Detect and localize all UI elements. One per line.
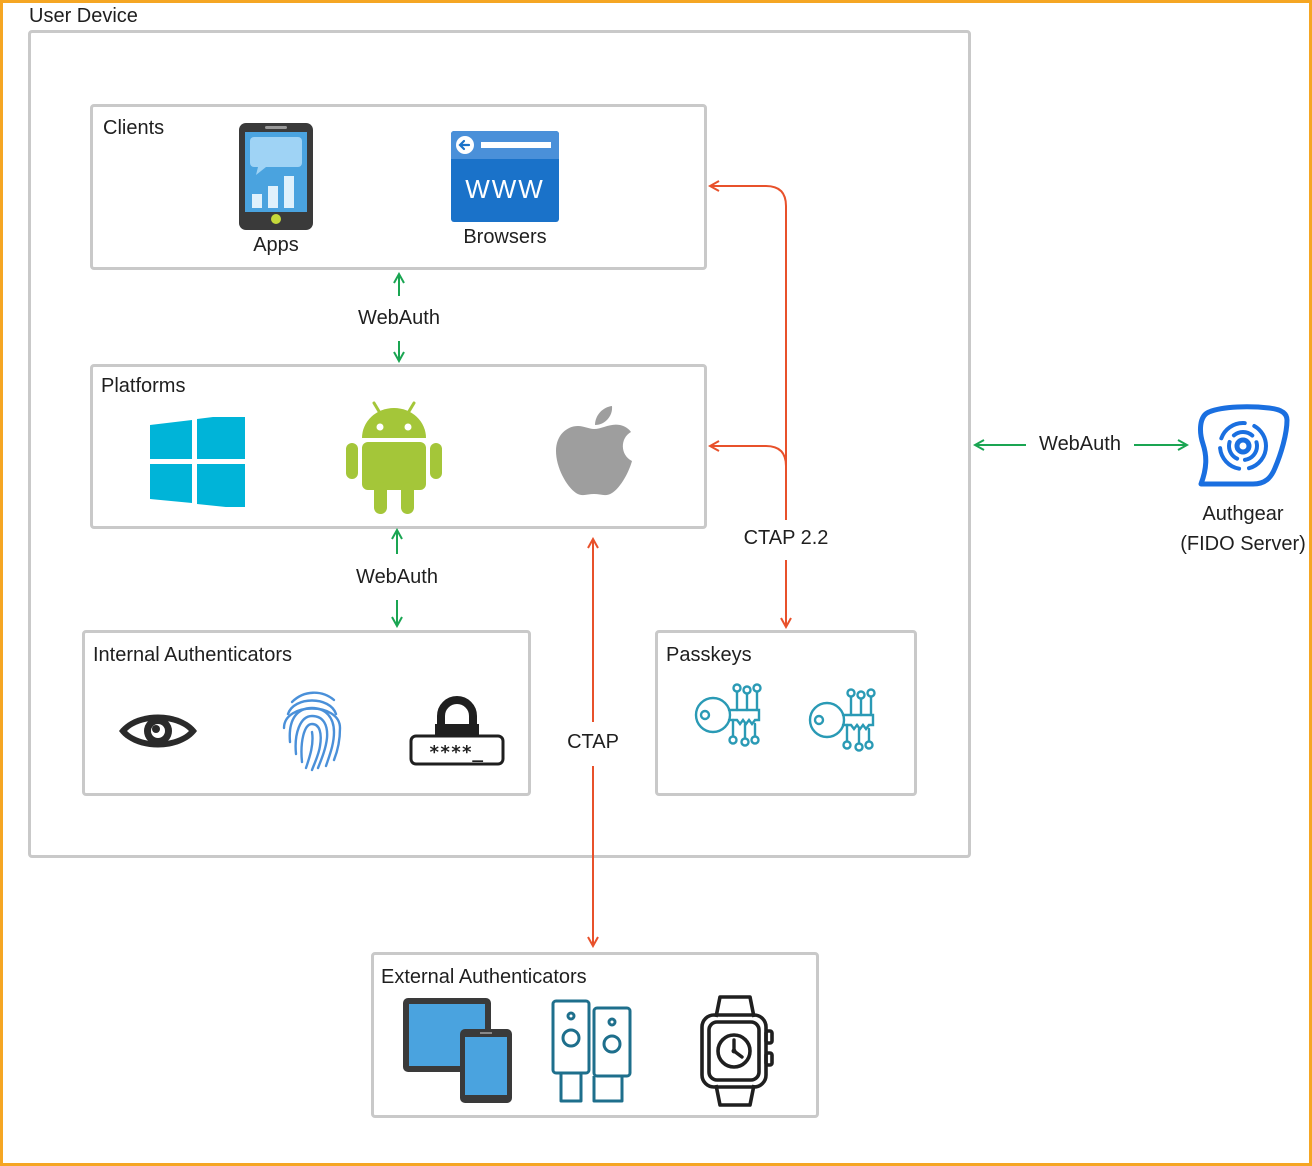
windows-icon bbox=[150, 417, 245, 507]
apps-label: Apps bbox=[253, 234, 299, 256]
clients-box bbox=[90, 104, 707, 270]
pin-text: ****_ bbox=[429, 742, 483, 763]
internal-authenticators-title: Internal Authenticators bbox=[93, 644, 293, 666]
clients-title: Clients bbox=[103, 117, 165, 139]
webauth-label-device-server: WebAuth bbox=[1039, 433, 1121, 455]
mobile-app-icon bbox=[239, 123, 313, 230]
server-role: (FIDO Server) bbox=[1180, 533, 1306, 555]
eye-icon bbox=[119, 714, 197, 748]
webauth-label-clients-platforms: WebAuth bbox=[358, 307, 440, 329]
ctap22-branch-to-platforms bbox=[710, 446, 787, 467]
ctap22-label: CTAP 2.2 bbox=[743, 527, 829, 549]
passkey-icon bbox=[808, 688, 876, 752]
ctap22-line-to-clients bbox=[710, 186, 787, 520]
smartwatch-icon bbox=[700, 995, 774, 1107]
passkeys-box bbox=[655, 630, 917, 796]
passkeys-title: Passkeys bbox=[666, 644, 752, 666]
fingerprint-icon bbox=[282, 691, 342, 772]
tablet-phone-icon bbox=[403, 998, 512, 1103]
authgear-logo-icon bbox=[1198, 404, 1290, 487]
android-icon bbox=[346, 401, 442, 514]
passkey-icon bbox=[694, 683, 762, 747]
ctap-label: CTAP bbox=[567, 731, 619, 753]
server-name: Authgear bbox=[1202, 503, 1284, 525]
security-keys-icon bbox=[551, 999, 632, 1103]
external-authenticators-title: External Authenticators bbox=[381, 966, 587, 988]
browsers-label: Browsers bbox=[463, 226, 547, 248]
password-lock-icon: ****_ bbox=[409, 696, 505, 766]
webauth-label-platforms-internal: WebAuth bbox=[356, 566, 438, 588]
user-device-title: User Device bbox=[29, 5, 138, 27]
platforms-title: Platforms bbox=[101, 375, 186, 397]
apple-icon bbox=[556, 406, 632, 496]
browser-www-text: WWW bbox=[465, 174, 545, 204]
browser-icon: WWW bbox=[451, 131, 559, 222]
